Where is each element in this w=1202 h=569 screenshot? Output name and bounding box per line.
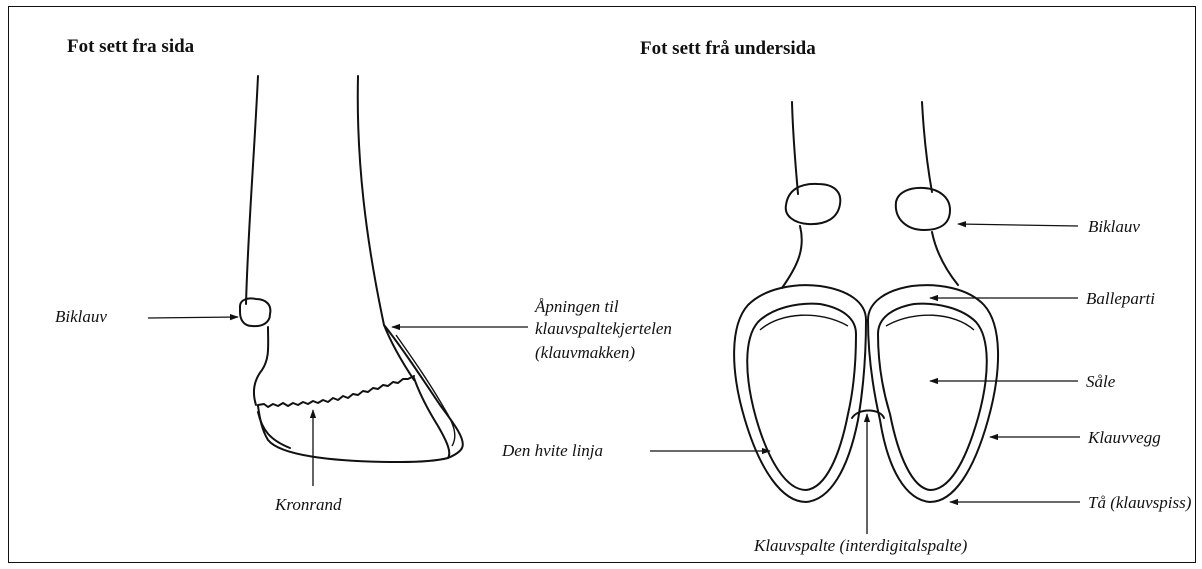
side-opening-label-3: (klauvmakken) — [535, 342, 635, 363]
bottom-dewclaw-pointer — [958, 224, 1078, 226]
side-leg-back — [358, 76, 414, 380]
bottom-dewclaw-left — [786, 184, 841, 224]
bottom-dewclaw-label: Biklauv — [1088, 216, 1140, 237]
bottom-sole-label: Såle — [1086, 371, 1115, 392]
side-dewclaw-label: Biklauv — [55, 306, 107, 327]
bottom-claw-right-outer — [868, 285, 998, 502]
bottom-pastern-right — [932, 232, 958, 285]
side-hoof-wall — [258, 378, 449, 462]
side-coronary-label: Kronrand — [275, 494, 341, 515]
side-dewclaw-pointer — [148, 317, 238, 318]
side-coronary-band — [258, 376, 414, 407]
bottom-heel-label: Balleparti — [1086, 288, 1155, 309]
bottom-view-drawing — [734, 102, 998, 502]
bottom-white-line-label: Den hvite linja — [502, 440, 603, 461]
bottom-claw-left-outer — [734, 285, 866, 502]
bottom-cleft-label: Klauvspalte (interdigitalspalte) — [754, 535, 967, 556]
bottom-toe-label: Tå (klauvspiss) — [1088, 492, 1191, 513]
bottom-heel-left — [760, 315, 848, 330]
side-opening-label-1: Åpningen til — [535, 296, 619, 317]
bottom-leg-left — [792, 102, 798, 194]
side-opening-label-2: klauvspaltekjertelen — [535, 318, 672, 339]
bottom-dewclaw-right — [896, 188, 950, 230]
side-pastern — [254, 327, 268, 405]
bottom-heel-right — [886, 315, 974, 330]
bottom-wall-label: Klauvvegg — [1088, 427, 1161, 448]
side-hoof-toe-outer — [384, 325, 463, 458]
bottom-claw-left-inner — [747, 304, 856, 490]
side-dewclaw — [240, 298, 270, 326]
side-view-drawing — [240, 76, 463, 462]
bottom-claw-right-inner — [878, 304, 987, 490]
bottom-pastern-left — [782, 226, 802, 288]
bottom-leg-right — [922, 102, 932, 192]
side-leg-front — [246, 76, 258, 304]
